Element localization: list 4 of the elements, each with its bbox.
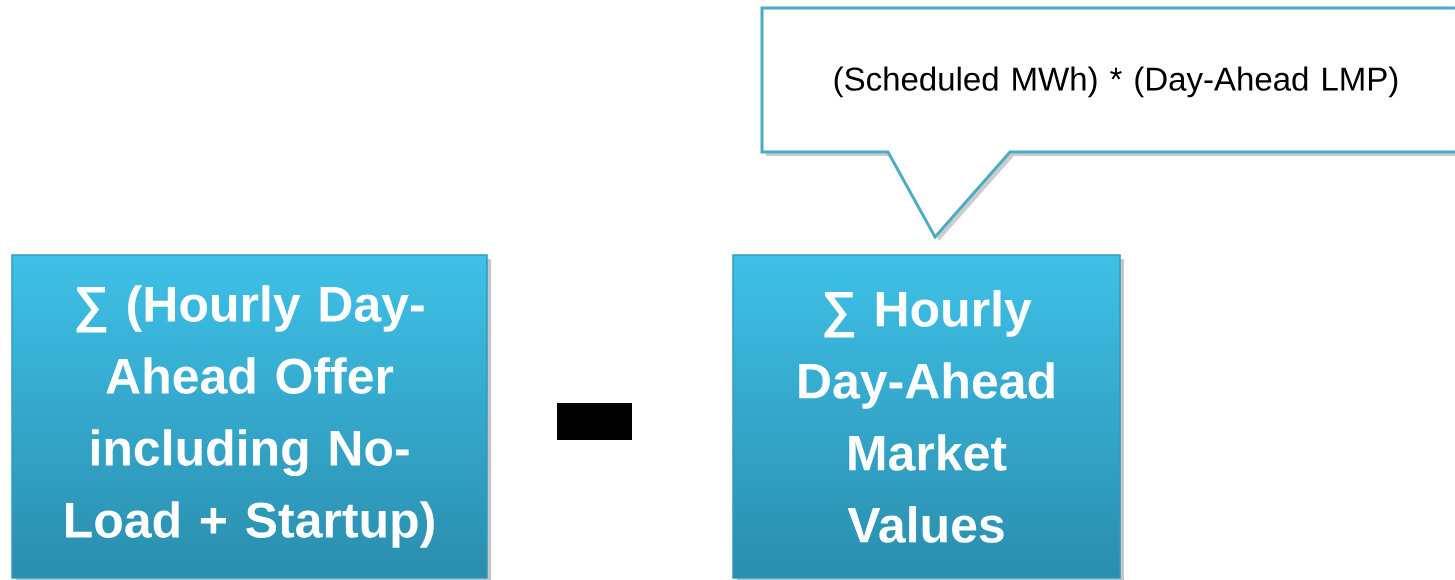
callout-bubble: (Scheduled MWh) * (Day-Ahead LMP) bbox=[760, 6, 1455, 241]
minus-sign bbox=[557, 403, 632, 440]
process-box: ∑ (Hourly Day-Ahead Offer including No-Load + Startup) bbox=[11, 254, 491, 580]
process-box: ∑ Hourly Day-Ahead Market Values bbox=[732, 254, 1124, 580]
